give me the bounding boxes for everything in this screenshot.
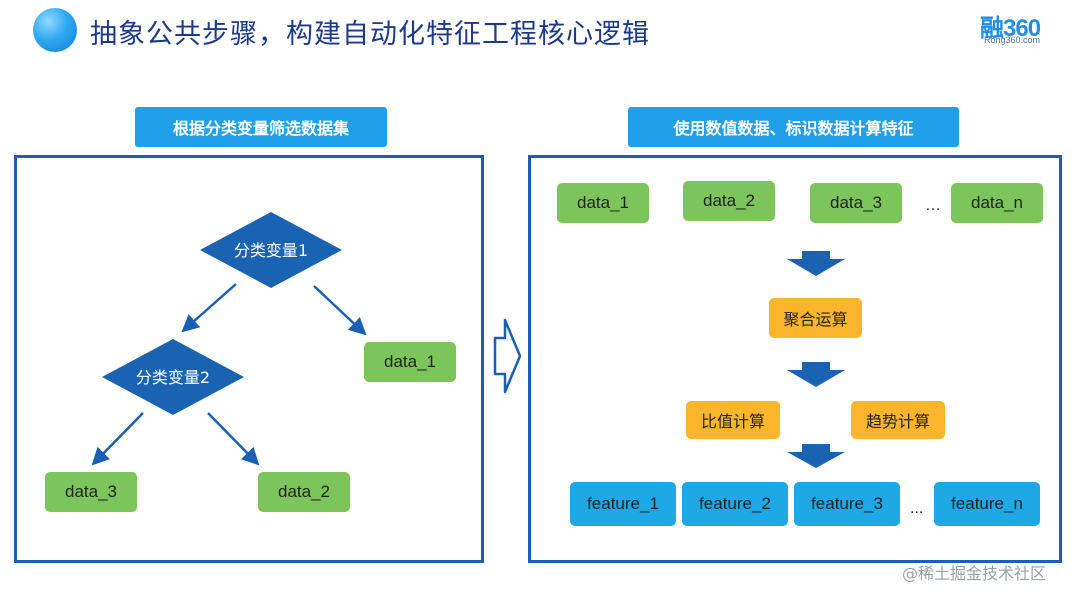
feature-node-2: feature_2 xyxy=(682,482,788,526)
watermark: @稀土掘金技术社区 xyxy=(902,564,1047,583)
right-section-header: 使用数值数据、标识数据计算特征 xyxy=(628,107,959,147)
leaf-node-data-1: data_1 xyxy=(364,342,456,382)
trend-operation: 趋势计算 xyxy=(851,401,945,439)
brand-logo: 融360 Rong360.com xyxy=(980,8,1060,48)
logo-text: 融360 xyxy=(980,15,1041,42)
ratio-operation: 比值计算 xyxy=(686,401,780,439)
logo-subtext: Rong360.com xyxy=(984,35,1041,45)
transition-arrow-icon xyxy=(493,318,522,394)
decision-label-2: 分类变量2 xyxy=(136,368,210,387)
down-arrow-icon xyxy=(787,444,845,468)
features-ellipsis: ... xyxy=(910,500,924,517)
arrow-d1-to-d2 xyxy=(181,283,237,333)
leaf-node-data-3: data_3 xyxy=(45,472,137,512)
leaf-node-data-2: data_2 xyxy=(258,472,350,512)
feature-node-n: feature_n xyxy=(934,482,1040,526)
decision-diamond-1 xyxy=(200,212,342,288)
arrow-d2-to-data3 xyxy=(91,412,144,466)
aggregate-operation: 聚合运算 xyxy=(769,298,862,338)
title-bullet-icon xyxy=(33,8,77,52)
down-arrow-icon xyxy=(787,251,845,276)
input-node-data-3: data_3 xyxy=(810,183,902,223)
decision-label-1: 分类变量1 xyxy=(234,241,308,260)
decision-diamond-2 xyxy=(102,339,244,415)
inputs-ellipsis: … xyxy=(925,197,941,214)
input-node-data-2: data_2 xyxy=(683,181,775,221)
page-title: 抽象公共步骤，构建自动化特征工程核心逻辑 xyxy=(90,19,650,50)
input-node-data-1: data_1 xyxy=(557,183,649,223)
feature-node-1: feature_1 xyxy=(570,482,676,526)
left-section-header: 根据分类变量筛选数据集 xyxy=(135,107,387,147)
arrow-d2-to-data2 xyxy=(207,412,260,466)
input-node-data-n: data_n xyxy=(951,183,1043,223)
feature-node-3: feature_3 xyxy=(794,482,900,526)
arrow-d1-to-data1 xyxy=(313,285,367,336)
down-arrow-icon xyxy=(787,362,845,387)
